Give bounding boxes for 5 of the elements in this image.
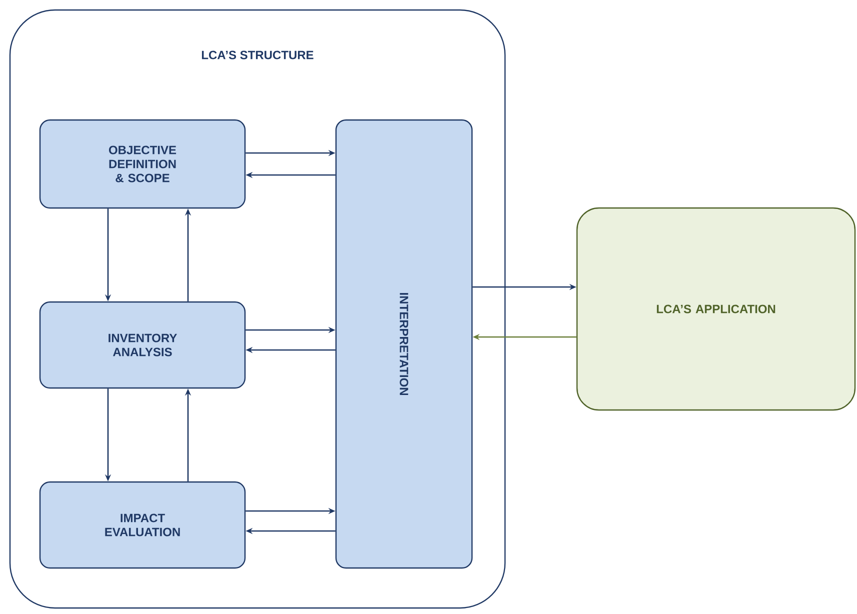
application-box: LCA’S APPLICATION xyxy=(576,207,856,411)
interpretation-bar: INTERPRETATION xyxy=(335,119,473,569)
process-box: IMPACT EVALUATION xyxy=(39,481,246,569)
process-box: OBJECTIVE DEFINITION & SCOPE xyxy=(39,119,246,209)
process-box: INVENTORY ANALYSIS xyxy=(39,301,246,389)
